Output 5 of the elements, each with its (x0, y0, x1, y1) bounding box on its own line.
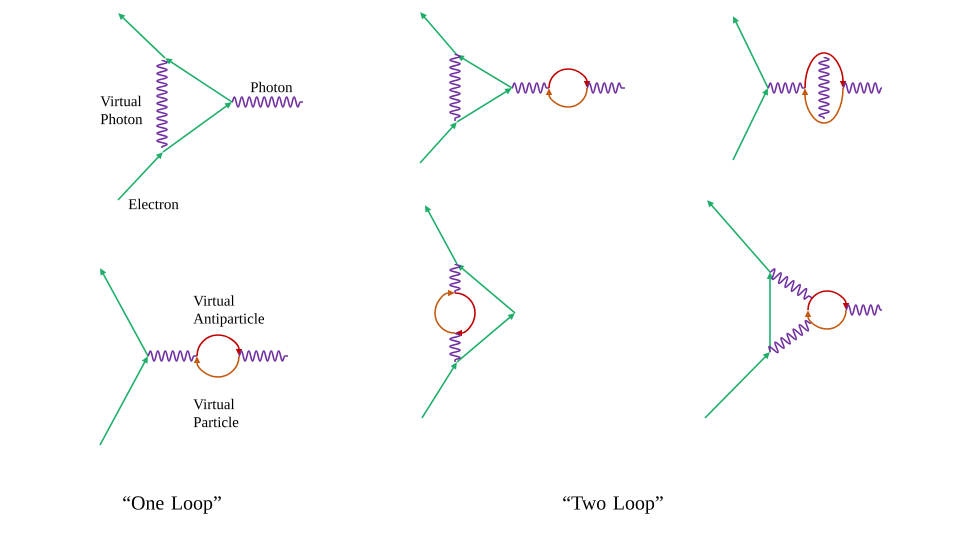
particle-label: Virtual Particle (193, 398, 238, 428)
caption: “One Loop” (123, 496, 221, 514)
particle-label: Virtual Antiparticle (193, 295, 264, 327)
particle-label: Electron (128, 198, 179, 210)
caption: “Two Loop” (563, 496, 663, 514)
